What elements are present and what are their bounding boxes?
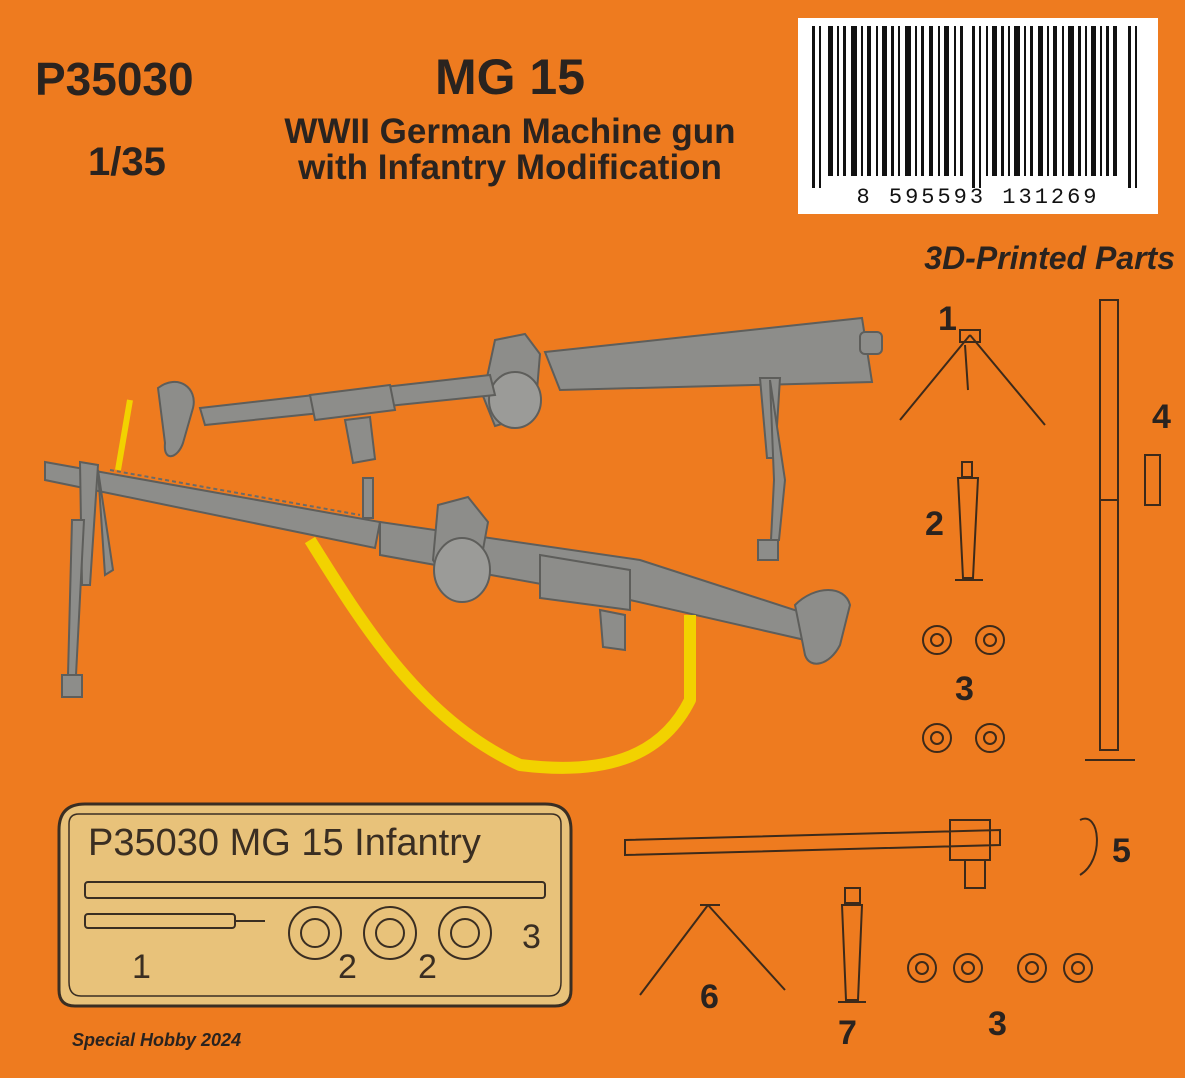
fret-label: P35030 MG 15 Infantry [88, 822, 481, 864]
part-number-1: 1 [938, 300, 957, 338]
part4-gun-vertical [1085, 299, 1161, 761]
lower-gun-render [44, 460, 852, 698]
part1-bipod [899, 329, 1046, 426]
fret-number-1: 1 [132, 948, 151, 986]
part7-folded-bipod [838, 887, 866, 1003]
fret-number-2a: 2 [338, 948, 357, 986]
part2-folded-bipod [955, 461, 983, 581]
part-number-5: 5 [1112, 832, 1131, 870]
part-number-2: 2 [925, 505, 944, 543]
part-line-drawings [624, 299, 1161, 1003]
product-subtitle-line2: with Infantry Modification [298, 148, 722, 187]
product-subtitle-line1: WWII German Machine gun [284, 112, 736, 151]
product-scale: 1/35 [88, 140, 166, 184]
part-number-3-bottom: 3 [988, 1005, 1007, 1043]
part-number-6: 6 [700, 978, 719, 1016]
sling [304, 536, 696, 774]
product-title: MG 15 [434, 49, 586, 105]
parts-heading: 3D-Printed Parts [924, 240, 1175, 276]
footer-text: Special Hobby 2024 [72, 1030, 242, 1050]
part-number-7: 7 [838, 1014, 857, 1052]
part-number-4: 4 [1152, 398, 1171, 436]
product-code: P35030 [35, 53, 194, 105]
fret-number-3: 3 [522, 918, 541, 956]
fret-number-2b: 2 [418, 948, 437, 986]
antenna-marker [115, 399, 133, 471]
part5-gun-horizontal [624, 817, 1098, 889]
part-number-3: 3 [955, 670, 974, 708]
barcode-digits: 8 595593 131269 [856, 185, 1100, 210]
part3-drums-bottom [907, 953, 1093, 983]
pe-fret [57, 802, 573, 1008]
part6-bipod [639, 904, 786, 996]
barcode: 8 595593 131269 [798, 18, 1158, 214]
barcode-bars [812, 26, 1137, 188]
part3-drums-top [922, 625, 1005, 753]
upper-gun-render [156, 316, 883, 561]
